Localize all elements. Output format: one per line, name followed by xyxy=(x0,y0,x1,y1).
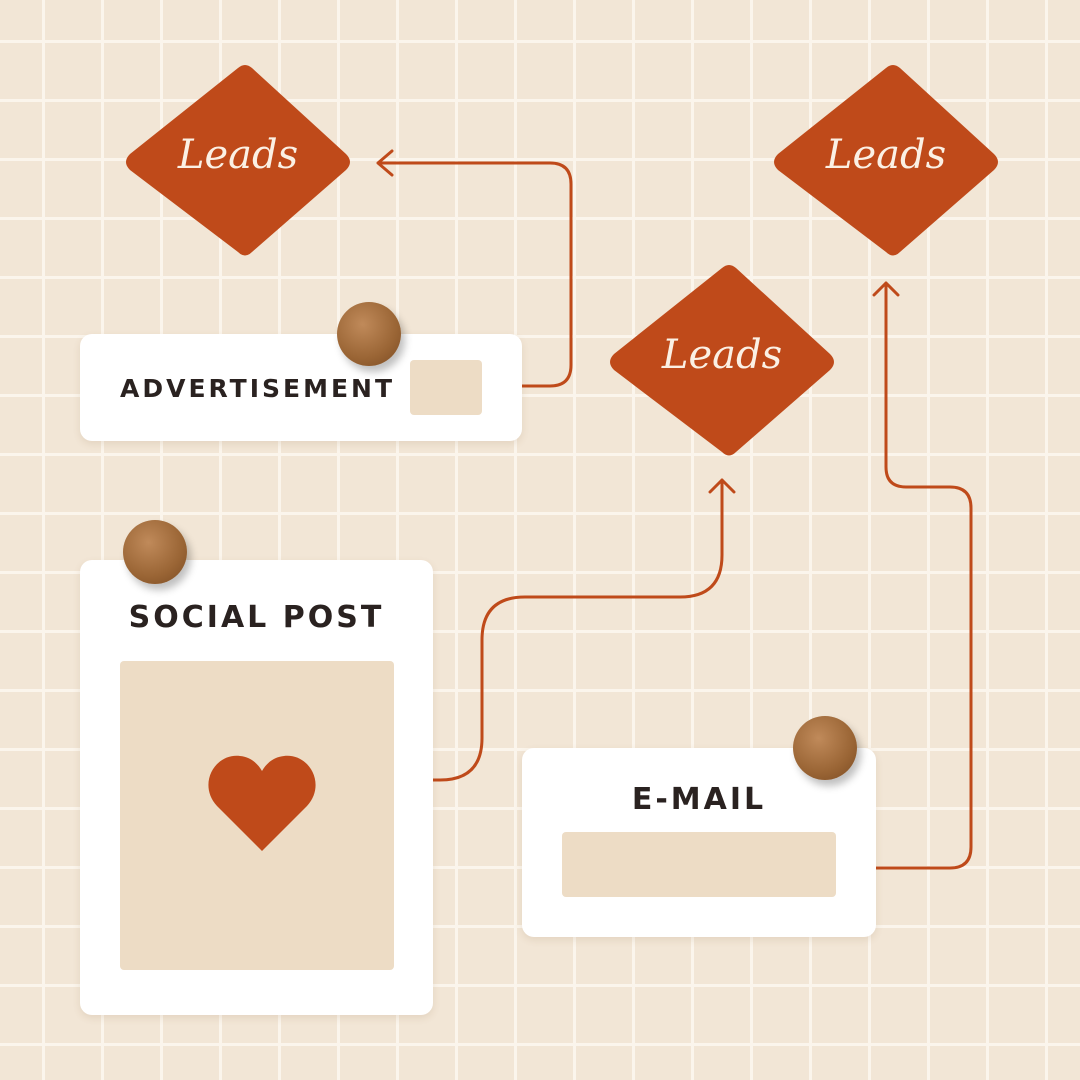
connector-advertisement xyxy=(376,149,573,388)
heart-icon xyxy=(208,755,316,851)
card-title: SOCIAL POST xyxy=(128,600,385,635)
connector-email xyxy=(696,281,973,870)
diamond-label: Leads xyxy=(825,132,947,178)
connector-social-post xyxy=(325,478,736,782)
pin-icon xyxy=(337,302,401,366)
diamond-label: Leads xyxy=(661,332,783,378)
advertisement-card: ADVERTISEMENT xyxy=(80,334,522,441)
leads-diamond-2 xyxy=(774,65,998,256)
email-placeholder xyxy=(562,832,836,897)
diamond-label: Leads xyxy=(177,132,299,178)
social-post-card: SOCIAL POST xyxy=(80,560,433,1015)
ad-placeholder xyxy=(410,360,482,415)
leads-diamond-1 xyxy=(126,65,350,256)
card-title: E-MAIL xyxy=(631,782,767,817)
card-title: ADVERTISEMENT xyxy=(120,374,396,403)
leads-diamond-3 xyxy=(610,265,834,456)
email-card: E-MAIL xyxy=(522,748,876,937)
pin-icon xyxy=(123,520,187,584)
post-image-placeholder xyxy=(120,661,394,970)
pin-icon xyxy=(793,716,857,780)
